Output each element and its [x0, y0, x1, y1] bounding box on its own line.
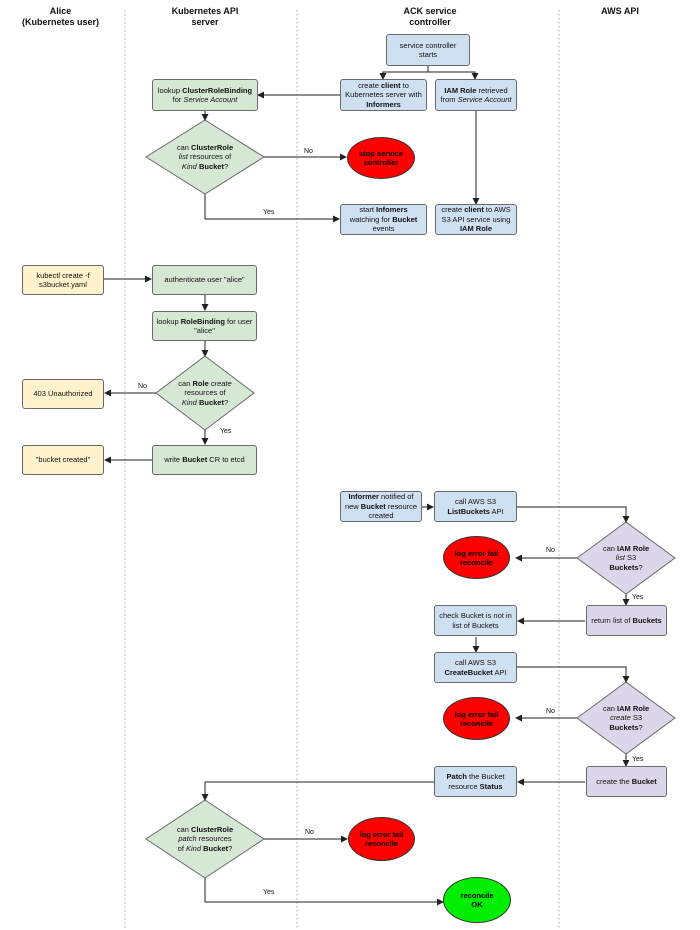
node-text: 403 Unauthorized — [33, 389, 93, 399]
node-text: service controller starts — [399, 40, 457, 60]
node-text: write Bucket CR to etcd — [164, 455, 245, 465]
edge-label-no-1: No — [304, 148, 313, 155]
node-log-error-1: log error fail reconcile — [443, 536, 510, 579]
node-kubectl-create: kubectl create -f s3bucket.yaml — [22, 265, 104, 295]
node-403-unauthorized: 403 Unauthorized — [22, 379, 104, 409]
edge-label-no-5: No — [305, 829, 314, 836]
node-text: start Infomers watching for Bucket event… — [349, 205, 418, 234]
node-lookup-clusterrolebinding: lookup ClusterRoleBinding for Service Ac… — [152, 79, 258, 111]
node-text: call AWS S3 ListBuckets API — [447, 497, 504, 516]
node-text: stop service controller — [359, 149, 403, 167]
node-stop-service-controller: stop service controller — [347, 137, 415, 179]
node-patch-status: Patch the Bucket resource Status — [434, 766, 517, 797]
node-text: authenticate user "alice" — [164, 275, 245, 285]
edge-label-no-3: No — [546, 547, 555, 554]
edge-label-yes-4: Yes — [632, 756, 644, 763]
node-return-list: return list of Buckets — [586, 605, 667, 636]
edge-label-yes-1: Yes — [263, 209, 275, 216]
edges — [104, 66, 630, 906]
node-create-client-k8s: create client to Kubernetes server with … — [340, 79, 427, 111]
node-iam-role-retrieved: IAM Role retrieved from Service Account — [435, 79, 517, 111]
node-text: "bucket created" — [35, 455, 91, 465]
node-text: log error fail reconcile — [454, 709, 499, 728]
decision-iam-list-text: can IAM Role list S3 Buckets? — [602, 543, 650, 572]
lane-title-ack-controller: ACK service controller — [403, 6, 457, 27]
node-text: lookup ClusterRoleBinding for Service Ac… — [157, 85, 253, 105]
node-call-createbucket: call AWS S3 CreateBucket API — [434, 652, 517, 683]
node-create-client-aws: create client to AWS S3 API service usin… — [435, 204, 517, 235]
node-text: return list of Buckets — [591, 615, 662, 625]
node-text: Informer notified of new Bucket resource… — [344, 492, 418, 521]
node-text: call AWS S3 CreateBucket API — [444, 658, 507, 677]
node-text: create client to AWS S3 API service usin… — [441, 205, 511, 234]
node-lookup-rolebinding: lookup RoleBinding for user "alice" — [152, 311, 257, 341]
node-check-bucket: check Bucket is not in list of Buckets — [434, 605, 517, 636]
node-start-informers: start Infomers watching for Bucket event… — [340, 204, 427, 235]
node-text: lookup RoleBinding for user "alice" — [156, 316, 253, 336]
lane-title-aws-api: AWS API — [601, 6, 639, 16]
node-authenticate-user: authenticate user "alice" — [152, 265, 257, 295]
node-text: log error fail reconcile — [454, 548, 499, 567]
node-text: check Bucket is not in list of Buckets — [439, 611, 512, 630]
lane-title-k8s-api: Kubernetes API server — [171, 6, 239, 27]
edge-label-no-4: No — [546, 708, 555, 715]
edge-label-no-2: No — [138, 383, 147, 390]
node-log-error-3: log error fail reconcile — [348, 817, 415, 861]
decision-clusterrole-list-text: can ClusterRole list resources of Kind B… — [176, 142, 234, 171]
edge-label-yes-2: Yes — [220, 428, 232, 435]
node-text: reconcile OK — [460, 891, 494, 909]
node-text: log error fail reconcile — [359, 830, 404, 848]
node-text: Patch the Bucket resource Status — [446, 772, 505, 791]
lane-title-alice: Alice (Kubernetes user) — [21, 6, 100, 27]
edge-label-yes-5: Yes — [263, 889, 275, 896]
lane-dividers — [124, 10, 560, 928]
node-service-controller-starts: service controller starts — [386, 34, 470, 66]
decision-role-create-text: can Role create resources of Kind Bucket… — [178, 378, 232, 407]
node-reconcile-ok: reconcile OK — [443, 877, 511, 923]
node-text: IAM Role retrieved from Service Account — [440, 85, 512, 105]
node-create-the-bucket: create the Bucket — [586, 766, 667, 797]
node-log-error-2: log error fail reconcile — [443, 697, 510, 740]
edge-label-yes-3: Yes — [632, 594, 644, 601]
node-text: kubectl create -f s3bucket.yaml — [36, 270, 90, 290]
node-text: create the Bucket — [596, 776, 657, 786]
node-text: create client to Kubernetes server with … — [345, 80, 422, 109]
node-informer-notified: Informer notified of new Bucket resource… — [340, 491, 422, 522]
decision-iam-create-text: can IAM Role create S3 Buckets? — [602, 703, 650, 732]
node-bucket-created: "bucket created" — [22, 445, 104, 475]
node-call-listbuckets: call AWS S3 ListBuckets API — [434, 491, 517, 522]
node-write-bucket-cr: write Bucket CR to etcd — [152, 445, 257, 475]
decision-clusterrole-patch-text: can ClusterRole patch resources of Kind … — [176, 824, 234, 853]
